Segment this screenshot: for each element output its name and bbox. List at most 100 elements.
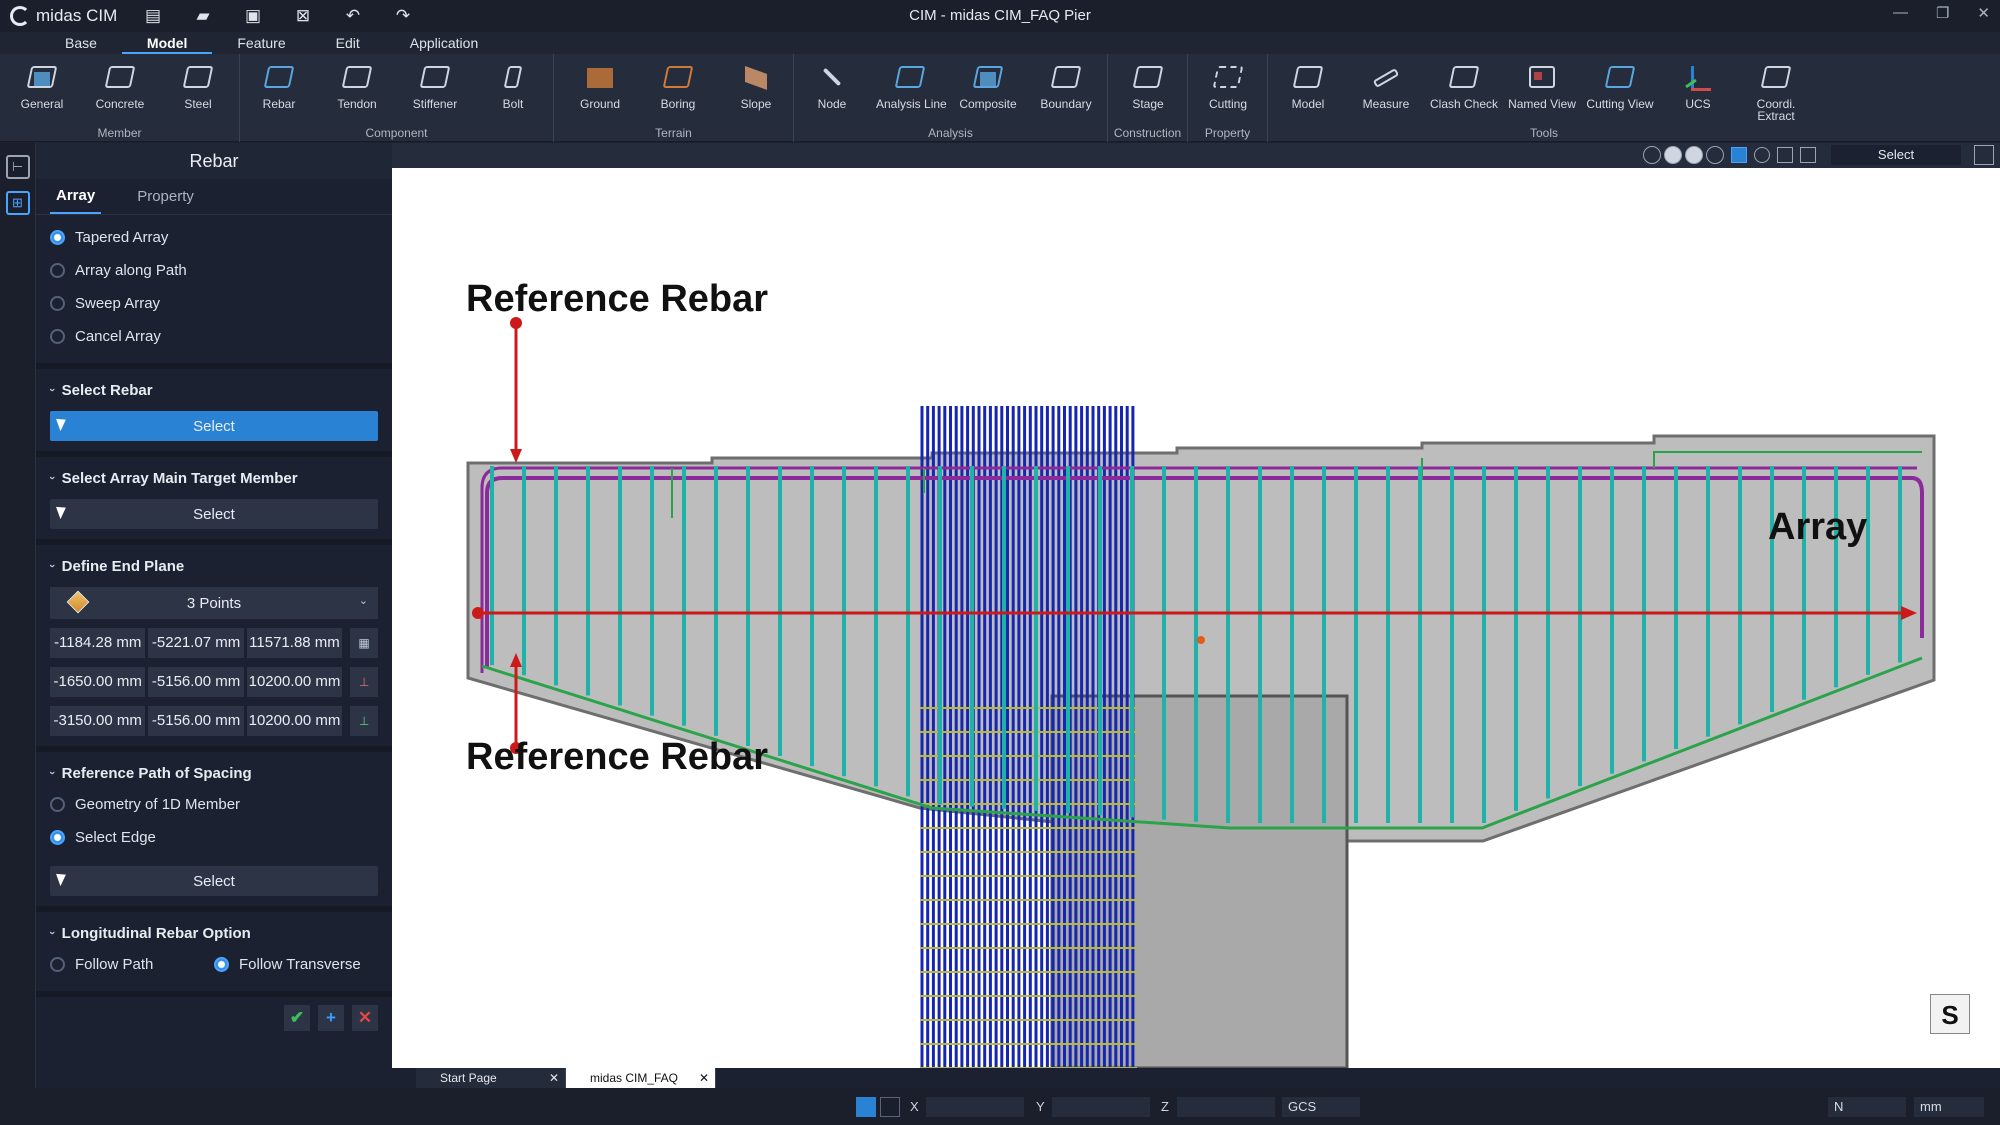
analysis-line-button[interactable]: Analysis Line	[876, 60, 947, 122]
close-icon[interactable]: ✕	[1977, 5, 1990, 22]
radio-follow-path[interactable]: Follow Path	[50, 948, 214, 981]
select-rebar-button[interactable]: Select	[50, 411, 378, 441]
view-options-icon[interactable]	[1974, 145, 1994, 165]
redo-icon[interactable]: ↷	[395, 6, 411, 25]
rebar-icon	[262, 62, 296, 96]
general-button[interactable]: General	[8, 60, 76, 122]
shade-mode-icon[interactable]	[1643, 146, 1661, 164]
tab-property[interactable]: Property	[137, 188, 194, 205]
render-mode-icon[interactable]	[1685, 146, 1703, 164]
point-1-x-field[interactable]: -1184.28 mm	[50, 628, 146, 658]
point-3-y-field[interactable]: -5156.00 mm	[148, 706, 244, 736]
lasso-select-icon[interactable]	[1800, 147, 1816, 163]
wire-mode-icon[interactable]	[1706, 146, 1724, 164]
tab-application[interactable]: Application	[409, 35, 479, 51]
point-3-z-field[interactable]: 10200.00 mm	[246, 706, 343, 736]
concrete-button[interactable]: Concrete	[86, 60, 154, 122]
coordinate-system-select[interactable]: GCS	[1282, 1097, 1360, 1117]
bolt-button[interactable]: Bolt	[479, 60, 547, 122]
point-1-y-field[interactable]: -5221.07 mm	[148, 628, 244, 658]
tab-edit[interactable]: Edit	[335, 35, 360, 51]
select-target-button[interactable]: Select	[50, 499, 378, 529]
new-file-icon[interactable]: ▤	[144, 6, 162, 25]
close-tab-icon[interactable]: ✕	[698, 1071, 709, 1085]
clash-check-button[interactable]: Clash Check	[1430, 60, 1498, 122]
section-header[interactable]: ›Select Rebar	[45, 381, 153, 399]
boundary-button[interactable]: Boundary	[1032, 60, 1100, 122]
tab-base[interactable]: Base	[65, 35, 97, 51]
doc-tab-start-page[interactable]: Start Page✕	[416, 1068, 566, 1088]
point-1-z-field[interactable]: 11571.88 mm	[246, 628, 343, 658]
save-icon[interactable]: ▣	[244, 6, 262, 25]
apply-check-icon[interactable]: ✔	[284, 1005, 310, 1031]
select-mode-dropdown[interactable]: Select	[1831, 145, 1961, 165]
composite-button[interactable]: Composite	[954, 60, 1022, 122]
polygon-select-icon[interactable]	[1777, 147, 1793, 163]
y-coordinate-field[interactable]	[1052, 1097, 1150, 1117]
model-button[interactable]: Model	[1274, 60, 1342, 122]
grid-toggle-icon[interactable]	[880, 1097, 900, 1117]
solid-mode-icon[interactable]	[1664, 146, 1682, 164]
radio-select-edge[interactable]: Select Edge	[50, 821, 378, 854]
ground-button[interactable]: Ground	[566, 60, 634, 122]
add-plus-icon[interactable]: +	[318, 1005, 344, 1031]
restore-icon[interactable]: ❐	[1935, 5, 1950, 22]
radio-sweep-array[interactable]: Sweep Array	[50, 287, 378, 320]
undo-icon[interactable]: ↶	[345, 6, 361, 25]
box-select-icon[interactable]	[1731, 147, 1747, 163]
close-tab-icon[interactable]: ✕	[548, 1071, 559, 1085]
rebar-button[interactable]: Rebar	[245, 60, 313, 122]
circle-select-icon[interactable]	[1754, 147, 1770, 163]
tree-view-icon[interactable]: ⊢	[5, 155, 30, 179]
radio-array-along-path[interactable]: Array along Path	[50, 254, 378, 287]
radio-tapered-array[interactable]: Tapered Array	[50, 221, 378, 254]
cancel-x-icon[interactable]: ✕	[352, 1005, 378, 1031]
ribbon-group-label: Component	[365, 126, 428, 140]
tab-array[interactable]: Array	[50, 179, 102, 214]
stage-button[interactable]: Stage	[1114, 60, 1182, 122]
work-panel-icon[interactable]: ⊞	[5, 191, 30, 215]
point-3-x-field[interactable]: -3150.00 mm	[50, 706, 146, 736]
view-cube[interactable]: S	[1930, 994, 1970, 1034]
tab-model[interactable]: Model	[121, 32, 213, 54]
boring-button[interactable]: Boring	[644, 60, 712, 122]
x-coordinate-field[interactable]	[926, 1097, 1024, 1117]
coordi-extract-button[interactable]: Coordi. Extract	[1742, 60, 1810, 122]
radio-follow-transverse[interactable]: Follow Transverse	[214, 948, 378, 981]
slope-button[interactable]: Slope	[722, 60, 790, 122]
section-header[interactable]: ›Longitudinal Rebar Option	[45, 924, 251, 942]
tendon-button[interactable]: Tendon	[323, 60, 391, 122]
radio-geometry-1d-member[interactable]: Geometry of 1D Member	[50, 788, 378, 821]
point-2-z-field[interactable]: 10200.00 mm	[246, 667, 343, 697]
radio-unchecked-icon	[50, 263, 65, 278]
point-2-x-field[interactable]: -1650.00 mm	[50, 667, 146, 697]
named-view-button[interactable]: Named View	[1508, 60, 1576, 122]
steel-button[interactable]: Steel	[164, 60, 232, 122]
point-2-y-field[interactable]: -5156.00 mm	[148, 667, 244, 697]
pick-point-icon[interactable]: ⊥	[350, 667, 378, 697]
end-plane-method-select[interactable]: 3 Points⌄	[50, 587, 378, 619]
z-coordinate-field[interactable]	[1177, 1097, 1275, 1117]
doc-tab-faq-pier[interactable]: midas CIM_FAQ Pier✕	[566, 1068, 716, 1105]
pick-point-icon[interactable]: ▦	[350, 628, 378, 658]
node-button[interactable]: Node	[798, 60, 866, 122]
length-unit-select[interactable]: mm	[1914, 1097, 1984, 1117]
tab-feature[interactable]: Feature	[237, 35, 286, 51]
stiffener-button[interactable]: Stiffener	[401, 60, 469, 122]
section-header[interactable]: ›Reference Path of Spacing	[45, 764, 252, 782]
cutting-view-button[interactable]: Cutting View	[1586, 60, 1654, 122]
model-viewport[interactable]: Reference Rebar Reference Rebar Array S	[392, 168, 2000, 1068]
section-header[interactable]: ›Select Array Main Target Member	[45, 469, 298, 487]
force-unit-select[interactable]: N	[1828, 1097, 1906, 1117]
measure-button[interactable]: Measure	[1352, 60, 1420, 122]
snap-toggle-icon[interactable]	[856, 1097, 876, 1117]
cutting-button[interactable]: Cutting	[1194, 60, 1262, 122]
open-folder-icon[interactable]: ▰	[196, 6, 210, 25]
section-header[interactable]: ›Define End Plane	[45, 557, 185, 575]
close-file-icon[interactable]: ⊠	[295, 6, 311, 25]
pick-point-icon[interactable]: ⊥	[350, 706, 378, 736]
minimize-icon[interactable]: —	[1892, 4, 1908, 21]
ucs-button[interactable]: UCS	[1664, 60, 1732, 122]
select-edge-button[interactable]: Select	[50, 866, 378, 896]
radio-cancel-array[interactable]: Cancel Array	[50, 320, 378, 353]
